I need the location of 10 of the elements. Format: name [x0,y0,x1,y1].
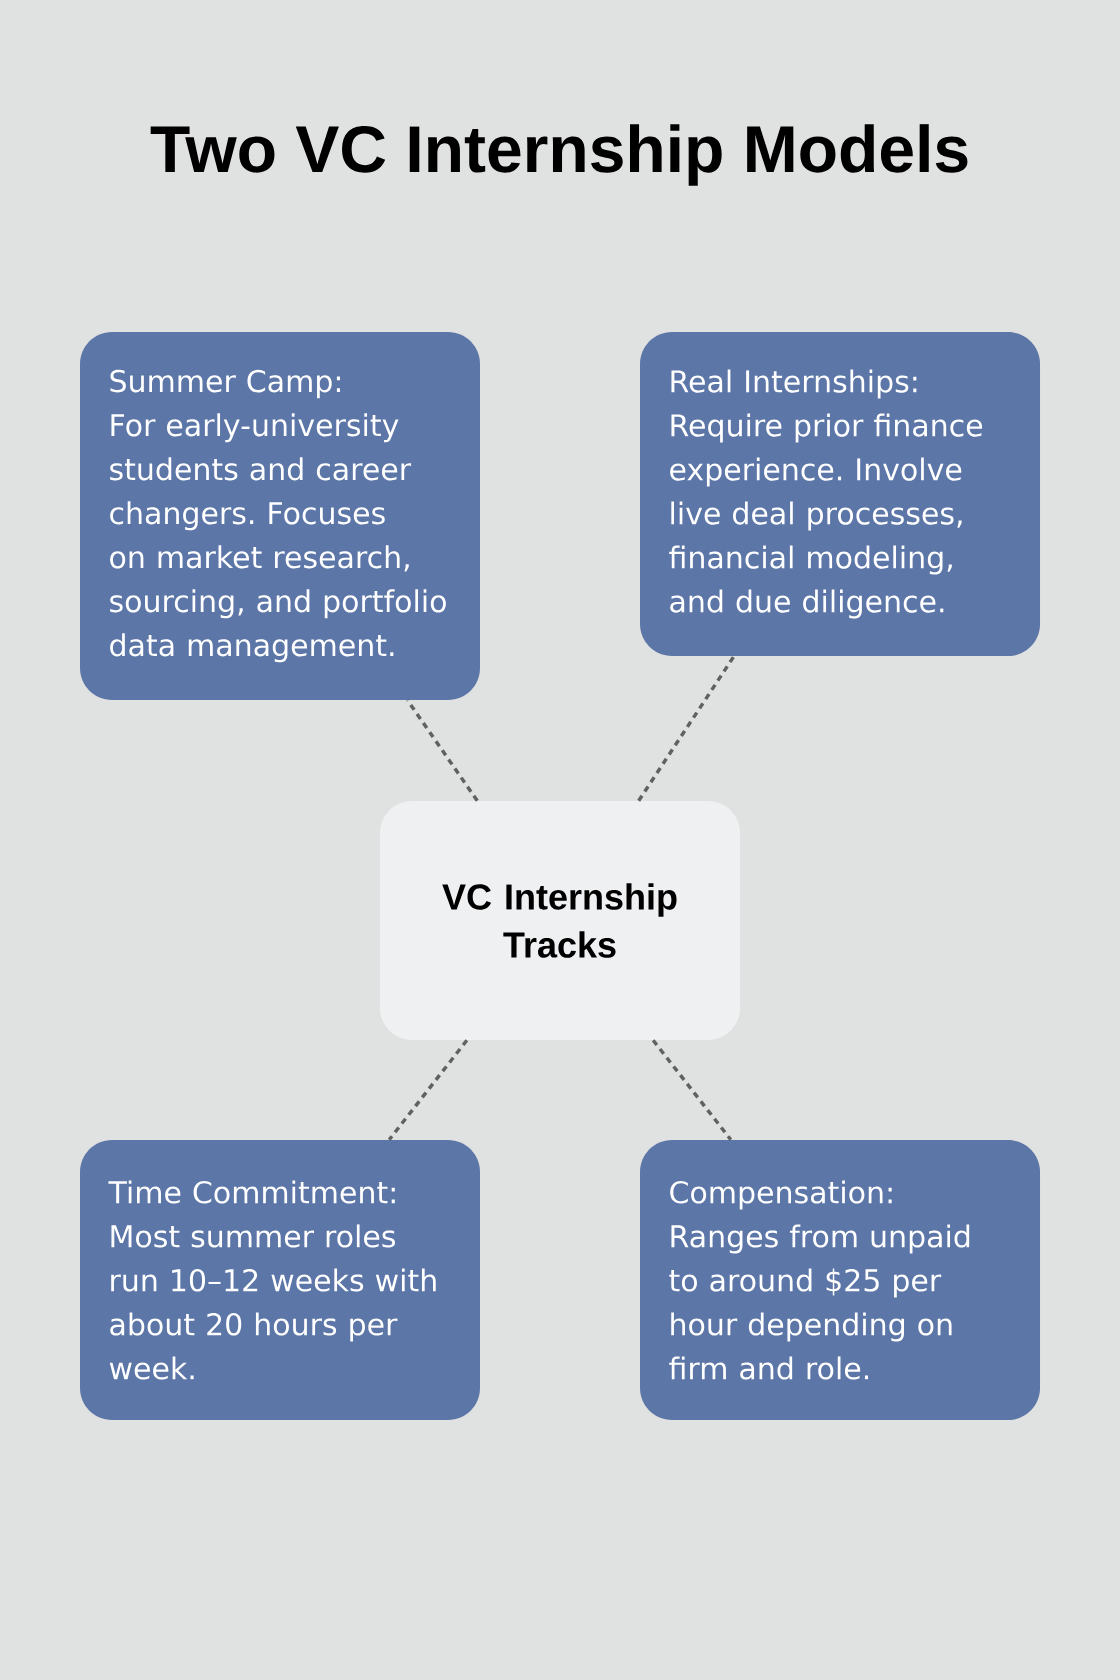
title: Two VC Internship Models [150,124,968,186]
center-box: VC Internship Tracks [380,801,740,1040]
connector-line [387,1039,469,1141]
connector-line [637,655,736,802]
info-box: Real Internships: Require prior finance experience. Involve live deal processes, financial modeling, and due diligence. [640,332,1040,656]
connector-line [406,699,479,802]
info-box: Summer Camp: For early-university students and career changers. Focuses on market research, sourcing, and portfolio data management. [80,332,480,700]
info-box: Compensation: Ranges from unpaid to around $25 per hour depending on firm and role. [640,1140,1040,1420]
info-box: Time Commitment: Most summer roles run 10–12 weeks with about 20 hours per week. [80,1140,480,1420]
connector-line [651,1039,733,1141]
